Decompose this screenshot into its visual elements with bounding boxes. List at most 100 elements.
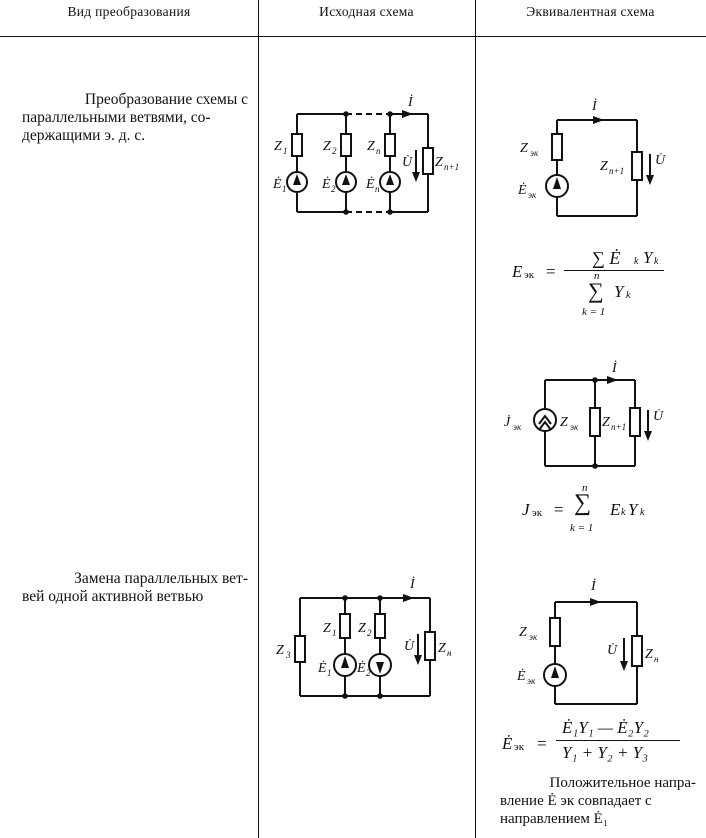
label-z1: Z bbox=[274, 139, 282, 154]
row1-equivalent-circuit-current-source: J̇ эк Z эк Z n+1 İ U̇ bbox=[504, 360, 664, 469]
label-zek-sub: эк bbox=[530, 148, 539, 158]
column-divider-1 bbox=[258, 0, 259, 838]
formula-equals: = bbox=[546, 262, 556, 281]
direction-note: Положительное напра- вление Ė эк совпада… bbox=[500, 774, 696, 828]
label-z2-sub: 2 bbox=[367, 628, 372, 638]
label-zh: Z bbox=[645, 647, 653, 662]
label-e1: Ė bbox=[272, 176, 282, 192]
label-eek-sub: эк bbox=[527, 676, 536, 686]
formula-lhs: J bbox=[522, 500, 530, 519]
formula-eek-fraction: Ė эк = Ė₁Y₁ — Ė₂Y₂ Y₁ + Y₂ + Y₃ bbox=[500, 718, 700, 770]
label-voltage-u: U̇ bbox=[653, 408, 664, 424]
label-z3: Z bbox=[276, 643, 284, 658]
formula-denominator: Y₁ + Y₂ + Y₃ bbox=[562, 743, 649, 762]
formula-num-y-sub: k bbox=[654, 256, 659, 267]
label-e2: Ė bbox=[321, 176, 331, 192]
formula-top: n bbox=[582, 482, 588, 494]
label-zh: Z bbox=[438, 641, 446, 656]
label-eek-sub: эк bbox=[528, 190, 537, 200]
label-eek: Ė bbox=[516, 668, 526, 684]
formula-y-sub: k bbox=[640, 507, 645, 518]
formula-fraction-bar bbox=[564, 270, 664, 271]
note-line: Положительное напра- bbox=[549, 775, 696, 791]
label-zn-sub: n bbox=[376, 146, 381, 156]
formula-num-y: Y bbox=[643, 248, 653, 267]
formula-numerator: Ė₁Y₁ — Ė₂Y₂ bbox=[562, 718, 649, 737]
column-divider-2 bbox=[475, 0, 476, 838]
label-z2-sub: 2 bbox=[332, 146, 337, 156]
formula-jek-sum: J эк = n ∑ k = 1 E k Y k bbox=[522, 482, 682, 540]
label-zn1: Z bbox=[435, 155, 443, 170]
label-zek: Z bbox=[519, 625, 527, 640]
label-eek: Ė bbox=[517, 182, 527, 198]
label-zn1: Z bbox=[602, 415, 610, 430]
label-e2: Ė bbox=[356, 660, 366, 676]
row1-original-circuit-diagram: Z 1 Z 2 Z n Z n+1 Ė 1 Ė 2 Ė n İ U̇ bbox=[272, 94, 459, 215]
label-jek-sub: эк bbox=[513, 422, 522, 432]
label-e2-sub: 2 bbox=[366, 668, 371, 678]
label-current-i: İ bbox=[590, 578, 597, 594]
note-line: вление Ė эк совпадает с bbox=[500, 793, 652, 809]
label-zek: Z bbox=[560, 415, 568, 430]
label-voltage-u: U̇ bbox=[404, 638, 415, 654]
label-current-i: İ bbox=[407, 94, 414, 110]
formula-lhs: E bbox=[512, 262, 523, 281]
row1-equivalent-circuit-voltage-source: Z эк Ė эк Z n+1 İ U̇ bbox=[517, 98, 666, 217]
formula-den-bot: k = 1 bbox=[582, 306, 606, 318]
label-voltage-u: U̇ bbox=[402, 154, 413, 170]
formula-den-y: Y bbox=[614, 282, 624, 301]
header-equivalent-circuit: Эквивалентная схема bbox=[526, 4, 655, 19]
formula-num-sub: k bbox=[634, 256, 639, 267]
label-voltage-u: U̇ bbox=[655, 152, 666, 168]
label-current-i: İ bbox=[409, 576, 416, 592]
row2-desc-line: вей одной активной ветвью bbox=[22, 588, 204, 605]
label-z2: Z bbox=[358, 621, 366, 636]
label-zn: Z bbox=[367, 139, 375, 154]
label-current-i: İ bbox=[611, 360, 618, 376]
label-e1: Ė bbox=[317, 660, 327, 676]
label-voltage-u: U̇ bbox=[607, 642, 618, 658]
formula-equals: = bbox=[537, 734, 547, 753]
label-zek-sub: эк bbox=[529, 632, 538, 642]
label-zn1-sub: n+1 bbox=[609, 166, 624, 176]
row1-description: Преобразование схемы с параллельными вет… bbox=[22, 91, 248, 145]
formula-eek-sum: E эк = ∑ Ė k Y k n ∑ Y k k = 1 bbox=[512, 248, 692, 328]
formula-e-sub: k bbox=[621, 507, 626, 518]
row1-desc-line: держащими э. д. с. bbox=[22, 127, 146, 144]
formula-sum: ∑ bbox=[574, 490, 592, 516]
row2-description: Замена параллельных вет- вей одной актив… bbox=[22, 570, 248, 606]
label-jek: J̇ bbox=[504, 414, 511, 430]
label-z1: Z bbox=[323, 621, 331, 636]
row2-equivalent-circuit-diagram: Z эк Ė эк Z н İ U̇ bbox=[516, 578, 659, 705]
label-z1-sub: 1 bbox=[332, 628, 337, 638]
label-en-sub: n bbox=[375, 184, 380, 194]
formula-equals: = bbox=[554, 500, 564, 519]
header-original-circuit: Исходная схема bbox=[319, 4, 414, 19]
header-rule bbox=[0, 36, 706, 37]
label-current-i: İ bbox=[591, 98, 598, 114]
label-zn1-sub: n+1 bbox=[611, 422, 626, 432]
label-zek-sub: эк bbox=[570, 422, 579, 432]
row1-desc-line: параллельными ветвями, со- bbox=[22, 109, 211, 126]
formula-fraction-bar bbox=[556, 740, 680, 741]
note-line: направлением Ė₁ bbox=[500, 811, 609, 827]
label-e1-sub: 1 bbox=[282, 184, 287, 194]
label-e2-sub: 2 bbox=[331, 184, 336, 194]
formula-e: E bbox=[610, 500, 621, 519]
row2-original-circuit-diagram: Z 3 Z 1 Z 2 Z н Ė 1 Ė 2 İ U̇ bbox=[276, 576, 452, 699]
label-z3-sub: 3 bbox=[285, 650, 291, 660]
formula-bot: k = 1 bbox=[570, 522, 594, 534]
formula-numerator: ∑ Ė bbox=[592, 248, 621, 268]
label-zn1-sub: n+1 bbox=[444, 162, 459, 172]
label-z1-sub: 1 bbox=[283, 146, 288, 156]
row1-desc-line: Преобразование схемы с bbox=[84, 91, 248, 108]
label-en: Ė bbox=[365, 176, 375, 192]
formula-lhs-sub: эк bbox=[524, 269, 535, 281]
label-zh-sub: н bbox=[447, 648, 452, 658]
formula-lhs-sub: эк bbox=[514, 741, 525, 753]
formula-den-top: n bbox=[594, 270, 600, 282]
label-zh-sub: н bbox=[654, 654, 659, 664]
label-zek: Z bbox=[520, 141, 528, 156]
formula-y: Y bbox=[628, 500, 638, 519]
formula-lhs: Ė bbox=[502, 734, 513, 753]
